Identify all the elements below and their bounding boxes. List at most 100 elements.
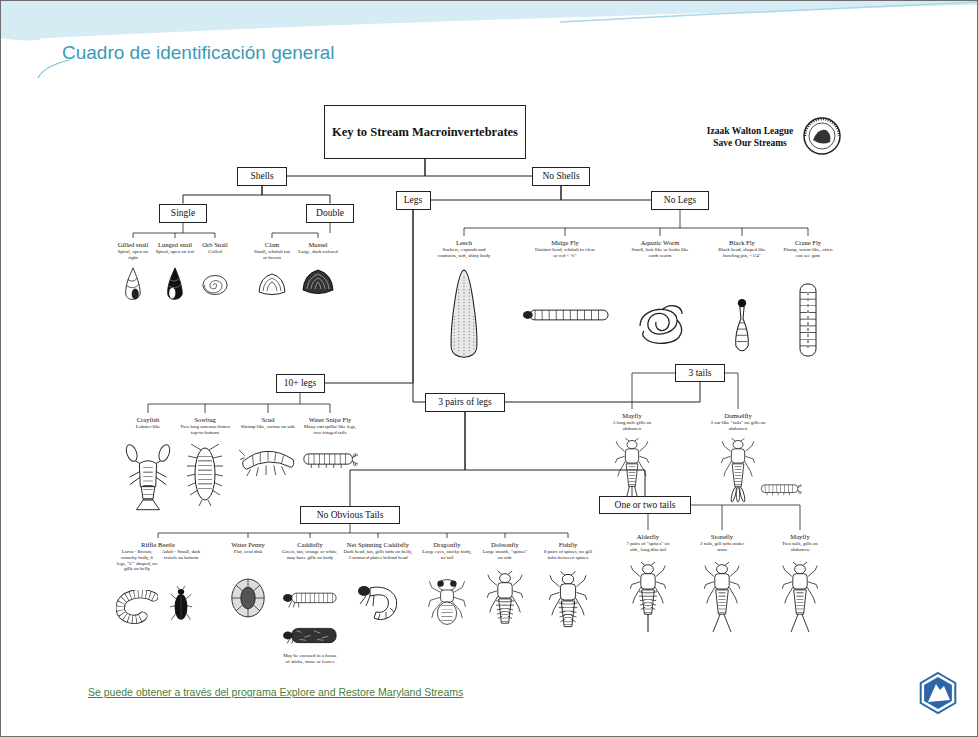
- organism-name: Water Penny: [223, 541, 273, 548]
- branch-box: Legs: [396, 191, 431, 210]
- node-label: 3 pairs of legs: [438, 397, 492, 407]
- slide-decoration: [0, 0, 978, 78]
- mayfly-drawing: [615, 438, 648, 486]
- stonefly-drawing: [704, 562, 740, 614]
- label-slot: Dragonfly: [422, 541, 472, 548]
- label-slot: Crayfish: [123, 416, 173, 423]
- label-slot: Riffle Beetle: [118, 541, 198, 548]
- drawing-part: [928, 684, 950, 702]
- branch-box: One or two tails: [599, 496, 691, 514]
- label-slot: Water Penny: [223, 541, 273, 548]
- label-slot: Clam: [252, 241, 292, 248]
- fishfly-spines: [559, 603, 578, 622]
- fishfly-drawing: [549, 572, 587, 627]
- caddisfly-drawing: [283, 593, 336, 607]
- node-label: 3 tails: [689, 368, 712, 378]
- label-slot: Plump, worm-like, often can see guts: [780, 247, 836, 259]
- drawing-part: [924, 677, 952, 709]
- organism-name: Mayfly: [774, 533, 826, 540]
- drawing-part: [804, 118, 840, 154]
- branch-line: [505, 382, 700, 402]
- organism-description: Larva - Brown, crunchy body, 6 legs, "C"…: [116, 549, 158, 572]
- organism-description: 2 tails, gill tufts under arms: [696, 541, 748, 553]
- node-label: Legs: [404, 195, 422, 205]
- label-slot: Orb Snail: [195, 241, 235, 248]
- organism-name: Leech: [434, 239, 494, 246]
- label-slot: May be encased in a house of sticks, sto…: [282, 653, 338, 665]
- label-slot: Aquatic Worm: [630, 239, 690, 246]
- mayfly-tails: [791, 614, 809, 632]
- label-slot: 2 tails, gill tufts under arms: [696, 541, 748, 553]
- label-slot: Black Fly: [712, 239, 772, 246]
- crayfish-drawing: [124, 443, 172, 509]
- branch-line: [262, 186, 330, 204]
- alderfly-tail: [648, 614, 649, 632]
- organism-name: Net Spinning Caddisfly: [342, 541, 414, 548]
- branch-box: 10+ legs: [276, 374, 325, 393]
- node-label: Single: [171, 208, 195, 218]
- alderfly-drawing: [630, 562, 666, 614]
- organism-name: Dragonfly: [422, 541, 472, 548]
- organism-description: 3 long tails gills on abdomen: [605, 420, 659, 432]
- water-penny-drawing: [232, 579, 264, 617]
- branch-box: No Obvious Tails: [300, 506, 400, 524]
- organism-description: Large eyes, stocky body, no tail: [422, 549, 472, 561]
- label-slot: Izaak Walton League: [690, 126, 810, 137]
- label-slot: Leech: [434, 239, 494, 246]
- organism-drawings: [120, 268, 818, 644]
- leader-lines: [133, 200, 808, 538]
- label-slot: Many caterpillar like legs, two fringed …: [300, 424, 360, 436]
- mayfly-drawing: [782, 562, 818, 614]
- label-slot: Midge Fly: [534, 239, 596, 246]
- organism-name: Crane Fly: [780, 239, 836, 246]
- organism-name: Alderfly: [622, 533, 674, 540]
- mussel-drawing: [303, 270, 333, 294]
- organism-description: Spiral, open on right: [113, 249, 153, 261]
- branch-line: [325, 210, 414, 384]
- organism-description: 7 pairs of "spines" on side, long thin t…: [622, 541, 674, 553]
- label-slot: Net Spinning Caddisfly: [342, 541, 414, 548]
- organism-name: Midge Fly: [534, 239, 596, 246]
- damselfly-side-drawing: [761, 484, 802, 495]
- stonefly-tails: [713, 614, 731, 632]
- damselfly-drawing: [721, 438, 754, 486]
- label-slot: Gilled snail: [113, 241, 153, 248]
- label-slot: Lunged snail: [155, 241, 195, 248]
- organism-name: Water Snipe Fly: [300, 416, 360, 423]
- label-slot: Large mouth, "spines" on side: [480, 549, 530, 561]
- branch-box: Single: [159, 204, 207, 223]
- organism-description: Shrimp-like, swims on side: [240, 424, 296, 430]
- organism-description: Large mouth, "spines" on side: [480, 549, 530, 561]
- label-slot: Scud: [240, 416, 296, 423]
- branch-box: No Legs: [651, 191, 709, 210]
- branch-line: [561, 186, 651, 201]
- organism-name: Crayfish: [123, 416, 173, 423]
- label-slot: Damselfly: [708, 412, 768, 419]
- sowbug-drawing: [187, 444, 223, 506]
- branch-line: [425, 159, 532, 176]
- label-slot: Mayfly: [605, 412, 659, 419]
- drawing-part: [805, 119, 839, 136]
- source-link: Se puede obtener a través del programa E…: [88, 686, 688, 699]
- label-slot: Se puede obtener a través del programa E…: [88, 686, 688, 699]
- league-name: Izaak Walton League: [690, 126, 810, 137]
- node-label: No Legs: [664, 195, 696, 205]
- label-slot: 7 pairs of "spines" on side, long thin t…: [622, 541, 674, 553]
- label-slot: Two long antenna flatten top-to-bottom: [180, 424, 230, 436]
- dobsonfly-drawing: [487, 571, 523, 623]
- label-slot: Spiral, open on right: [113, 249, 153, 261]
- crane-fly-drawing: [800, 284, 816, 356]
- organism-name: Black Fly: [712, 239, 772, 246]
- program-logo: [921, 673, 956, 713]
- label-slot: Dobsonfly: [480, 541, 530, 548]
- organism-name: Clam: [252, 241, 292, 248]
- snipe-fly-drawing: [304, 453, 358, 468]
- branch-box: 3 pairs of legs: [425, 393, 505, 412]
- organism-description: Small, hair like or looks like earth wor…: [630, 247, 690, 259]
- branch-line: [413, 210, 425, 403]
- drawing-part: [813, 130, 831, 144]
- label-slot: Stonefly: [696, 533, 748, 540]
- key-title-box: Key to Stream Macroinvertebrates: [324, 105, 526, 159]
- organism-description: Two long antenna flatten top-to-bottom: [180, 424, 230, 436]
